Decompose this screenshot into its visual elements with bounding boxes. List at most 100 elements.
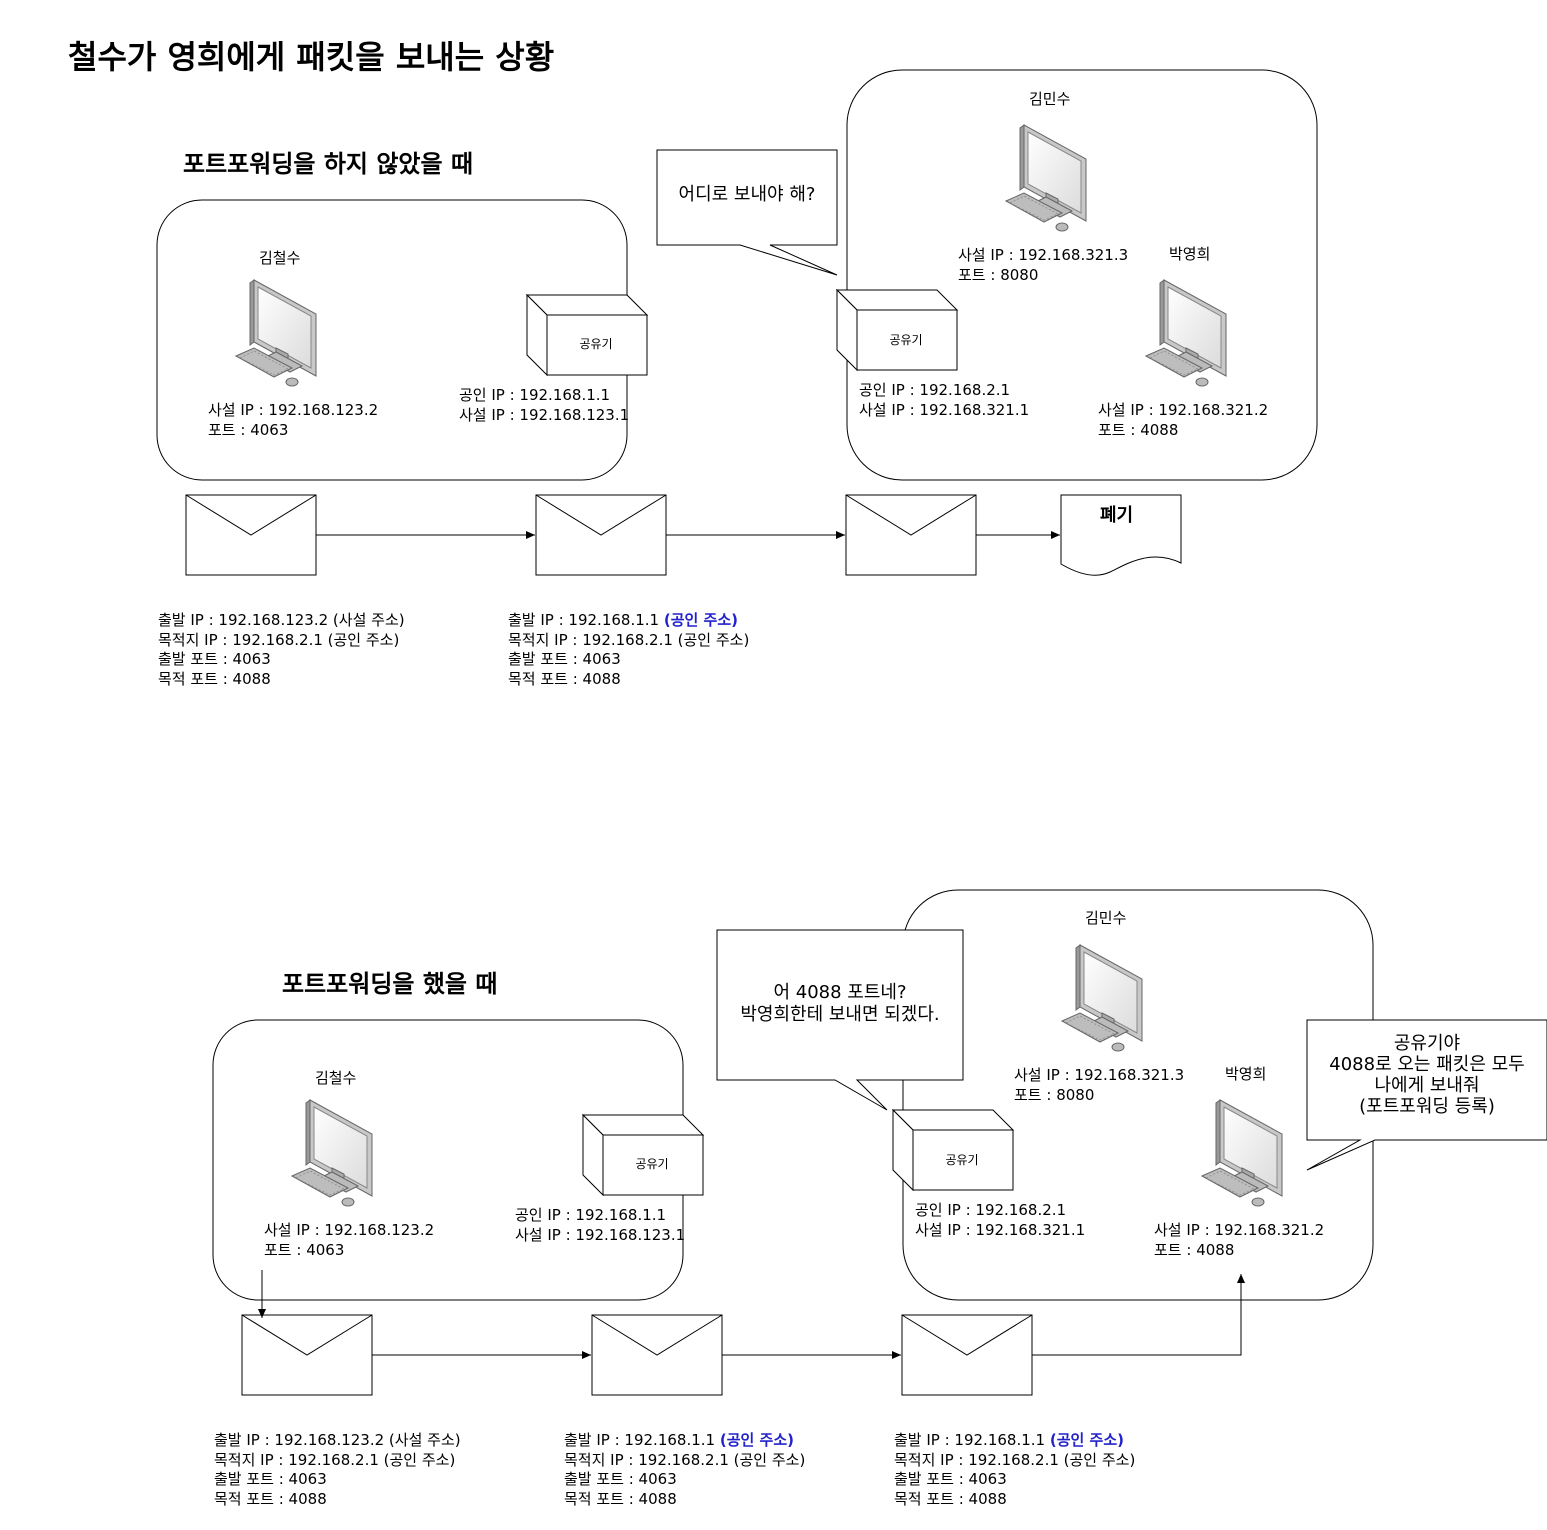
s2-packet1-info: 출발 IP : 192.168.123.2 (사설 주소) 목적지 IP : 1… [214,1431,461,1509]
s2-packet1-dst-port: 목적 포트 : 4088 [214,1489,327,1508]
s1-receiver-router-label: 공유기 [889,333,923,347]
s2-pc-minsu-port: 포트 : 8080 [1014,1085,1095,1104]
s2-pc-minsu-name: 김민수 [1085,909,1127,927]
s2-younghee-callout-line3: 나에게 보내줘 [1374,1075,1480,1096]
s2-younghee-callout-bubble [1306,1019,1547,1171]
s2-younghee-callout-line4: (포트포워딩 등록) [1359,1096,1495,1117]
s1-packet1-src-port: 출발 포트 : 4063 [158,650,271,668]
s2-receiver-router-label: 공유기 [945,1153,979,1167]
s1-receiver-router-private-ip: 사설 IP : 192.168.321.1 [859,400,1030,419]
s1-packet2-src-ip-tag: (공인 주소) [663,611,738,629]
s2-pc-minsu-icon [1061,944,1143,1052]
s1-packet2-dst-ip: 목적지 IP : 192.168.2.1 (공인 주소) [508,630,750,649]
s2-sender-router-private-ip: 사설 IP : 192.168.123.1 [515,1225,686,1244]
s2-pc-cheolsu-info: 사설 IP : 192.168.123.2 포트 : 4063 [264,1221,434,1260]
s1-discard-label: 폐기 [1100,505,1134,526]
s2-pc-younghee-info: 사설 IP : 192.168.321.2 포트 : 4088 [1154,1221,1324,1260]
s1-packet-envelope-icon [845,494,977,576]
s2-packet2-src-ip-tag: (공인 주소) [719,1431,794,1449]
s1-packet2-dst-port: 목적 포트 : 4088 [508,669,621,688]
s1-packet-envelope-icon [535,494,667,576]
s2-packet3-src-port: 출발 포트 : 4063 [894,1470,1007,1488]
s2-sender-router-info: 공인 IP : 192.168.1.1 사설 IP : 192.168.123.… [515,1206,685,1245]
s1-pc-cheolsu-port: 포트 : 4063 [208,420,289,439]
s2-younghee-callout-line2: 4088로 오는 패킷은 모두 [1329,1054,1525,1075]
s1-pc-cheolsu-icon [235,279,317,387]
s1-packet2-src-ip-prefix: 출발 IP : 192.168.1.1 [508,611,664,629]
s1-pc-cheolsu-name: 김철수 [259,249,301,267]
s1-pc-minsu-name: 김민수 [1029,90,1071,108]
s1-pc-younghee-name: 박영희 [1169,245,1211,263]
s2-packet3-info: 출발 IP : 192.168.1.1 (공인 주소) 목적지 IP : 192… [894,1431,1135,1509]
s2-pc-younghee-icon [1201,1099,1283,1207]
s2-arrow [1032,1274,1245,1356]
s2-heading: 포트포워딩을 했을 때 [282,970,498,998]
s2-pc-cheolsu-name: 김철수 [315,1069,357,1087]
s2-younghee-callout-line1: 공유기야 [1393,1033,1461,1054]
s2-packet2-src-ip: 출발 IP : 192.168.1.1 (공인 주소) [564,1431,805,1451]
s2-pc-younghee-name: 박영희 [1225,1065,1267,1083]
s1-packet2-info: 출발 IP : 192.168.1.1 (공인 주소) 목적지 IP : 192… [508,611,749,689]
s2-router-callout-line1: 어 4088 포트네? [773,982,907,1003]
s2-packet2-src-port: 출발 포트 : 4063 [564,1470,677,1488]
s1-pc-younghee-ip: 사설 IP : 192.168.321.2 [1098,401,1269,419]
s1-packet1-info: 출발 IP : 192.168.123.2 (사설 주소) 목적지 IP : 1… [158,611,405,689]
s1-pc-minsu-info: 사설 IP : 192.168.321.3 포트 : 8080 [958,246,1128,285]
s2-packet2-src-ip-prefix: 출발 IP : 192.168.1.1 [564,1431,720,1449]
s2-packet2-info: 출발 IP : 192.168.1.1 (공인 주소) 목적지 IP : 192… [564,1431,805,1509]
s2-router-callout-text: 어 4088 포트네? 박영희한테 보내면 되겠다. [717,982,963,1026]
s2-receiver-router-icon [892,1109,1014,1191]
s2-packet2-dst-port: 목적 포트 : 4088 [564,1489,677,1508]
s1-heading: 포트포워딩을 하지 않았을 때 [183,150,474,178]
s2-packet3-src-ip: 출발 IP : 192.168.1.1 (공인 주소) [894,1431,1135,1451]
s1-sender-router-info: 공인 IP : 192.168.1.1 사설 IP : 192.168.123.… [459,386,629,425]
s1-packet1-dst-ip: 목적지 IP : 192.168.2.1 (공인 주소) [158,630,400,649]
s2-pc-minsu-info: 사설 IP : 192.168.321.3 포트 : 8080 [1014,1066,1184,1105]
s2-receiver-router-private-ip: 사설 IP : 192.168.321.1 [915,1220,1086,1239]
s2-receiver-router-public-ip: 공인 IP : 192.168.2.1 [915,1201,1067,1219]
s2-packet2-dst-ip: 목적지 IP : 192.168.2.1 (공인 주소) [564,1450,806,1469]
s1-callout-text: 어디로 보내야 해? [678,184,816,205]
s1-pc-minsu-port: 포트 : 8080 [958,265,1039,284]
s1-receiver-router-public-ip: 공인 IP : 192.168.2.1 [859,381,1011,399]
s2-packet1-dst-ip: 목적지 IP : 192.168.2.1 (공인 주소) [214,1450,456,1469]
s1-packet1-src-ip: 출발 IP : 192.168.123.2 (사설 주소) [158,611,405,629]
s1-receiver-network [846,69,1318,481]
s1-pc-younghee-port: 포트 : 4088 [1098,420,1179,439]
s1-pc-cheolsu-ip: 사설 IP : 192.168.123.2 [208,401,379,419]
s1-discard-document [1060,494,1182,576]
s2-packet3-dst-ip: 목적지 IP : 192.168.2.1 (공인 주소) [894,1450,1136,1469]
s2-sender-router-label: 공유기 [635,1157,669,1171]
s2-receiver-router-info: 공인 IP : 192.168.2.1 사설 IP : 192.168.321.… [915,1201,1085,1240]
s2-router-callout-bubble [716,929,964,1111]
s2-pc-younghee-ip: 사설 IP : 192.168.321.2 [1154,1221,1325,1239]
s2-pc-younghee-port: 포트 : 4088 [1154,1240,1235,1259]
s2-pc-minsu-ip: 사설 IP : 192.168.321.3 [1014,1066,1185,1084]
s1-sender-router-label: 공유기 [579,337,613,351]
s1-pc-minsu-ip: 사설 IP : 192.168.321.3 [958,246,1129,264]
s1-pc-younghee-info: 사설 IP : 192.168.321.2 포트 : 4088 [1098,401,1268,440]
s2-router-callout-line2: 박영희한테 보내면 되겠다. [740,1004,940,1025]
s2-packet3-dst-port: 목적 포트 : 4088 [894,1489,1007,1508]
s2-packet1-src-port: 출발 포트 : 4063 [214,1470,327,1488]
s1-callout-bubble [656,149,838,276]
s1-receiver-router-icon [836,289,958,371]
s2-packet-envelope-icon [241,1314,373,1396]
s2-packet3-src-ip-prefix: 출발 IP : 192.168.1.1 [894,1431,1050,1449]
page-title: 철수가 영희에게 패킷을 보내는 상황 [68,38,555,76]
s1-sender-router-public-ip: 공인 IP : 192.168.1.1 [459,386,611,404]
s1-packet1-dst-port: 목적 포트 : 4088 [158,669,271,688]
s2-pc-cheolsu-port: 포트 : 4063 [264,1240,345,1259]
s1-pc-cheolsu-info: 사설 IP : 192.168.123.2 포트 : 4063 [208,401,378,440]
s2-packet1-src-ip: 출발 IP : 192.168.123.2 (사설 주소) [214,1431,461,1449]
s1-packet2-src-port: 출발 포트 : 4063 [508,650,621,668]
s1-receiver-router-info: 공인 IP : 192.168.2.1 사설 IP : 192.168.321.… [859,381,1029,420]
s1-pc-younghee-icon [1145,279,1227,387]
s2-pc-cheolsu-ip: 사설 IP : 192.168.123.2 [264,1221,435,1239]
s2-packet-envelope-icon [591,1314,723,1396]
s1-packet2-src-ip: 출발 IP : 192.168.1.1 (공인 주소) [508,611,749,631]
s1-sender-router-private-ip: 사설 IP : 192.168.123.1 [459,405,630,424]
s2-younghee-callout-text: 공유기야 4088로 오는 패킷은 모두 나에게 보내줘 (포트포워딩 등록) [1307,1033,1547,1117]
s2-sender-router-public-ip: 공인 IP : 192.168.1.1 [515,1206,667,1224]
